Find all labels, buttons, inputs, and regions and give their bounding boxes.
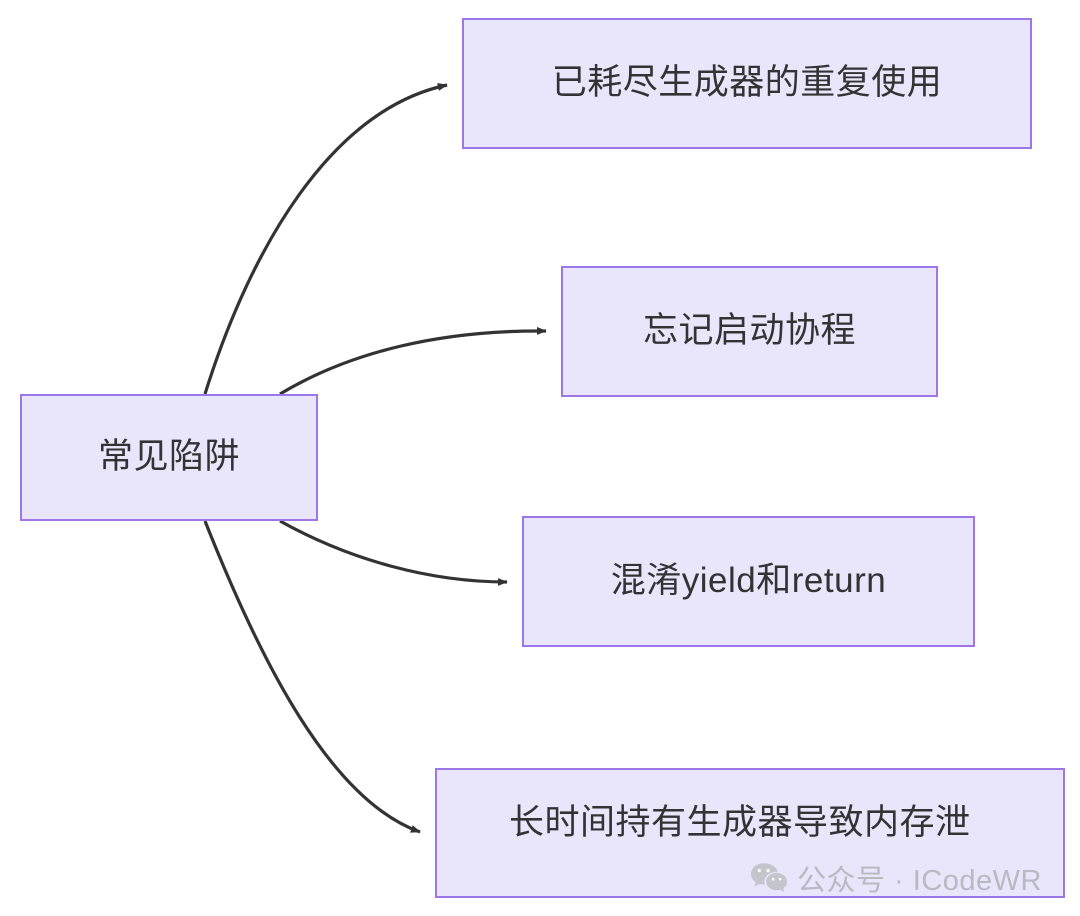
- node-branch-1-label: 已耗尽生成器的重复使用: [551, 63, 943, 103]
- node-root[interactable]: 常见陷阱: [20, 394, 318, 521]
- node-branch-2-label: 忘记启动协程: [642, 311, 856, 351]
- node-branch-3[interactable]: 混淆yield和return: [522, 516, 975, 647]
- edge-root-to-branch-2: [279, 326, 547, 396]
- node-branch-3-label: 混淆yield和return: [610, 561, 887, 601]
- edge-root-to-branch-4: [203, 520, 421, 834]
- node-branch-2[interactable]: 忘记启动协程: [561, 266, 938, 397]
- watermark: 公众号 · ICodeWR: [750, 857, 1042, 899]
- edge-root-to-branch-3: [279, 519, 508, 586]
- node-branch-1[interactable]: 已耗尽生成器的重复使用: [462, 18, 1032, 149]
- node-branch-4-label: 长时间持有生成器导致内存泄: [509, 802, 971, 842]
- edge-root-to-branch-1: [203, 83, 448, 395]
- watermark-text: 公众号 · ICodeWR: [797, 865, 1042, 897]
- node-branch-4[interactable]: 长时间持有生成器导致内存泄: [435, 768, 1065, 898]
- wechat-icon: [751, 863, 787, 892]
- node-root-label: 常见陷阱: [97, 437, 240, 477]
